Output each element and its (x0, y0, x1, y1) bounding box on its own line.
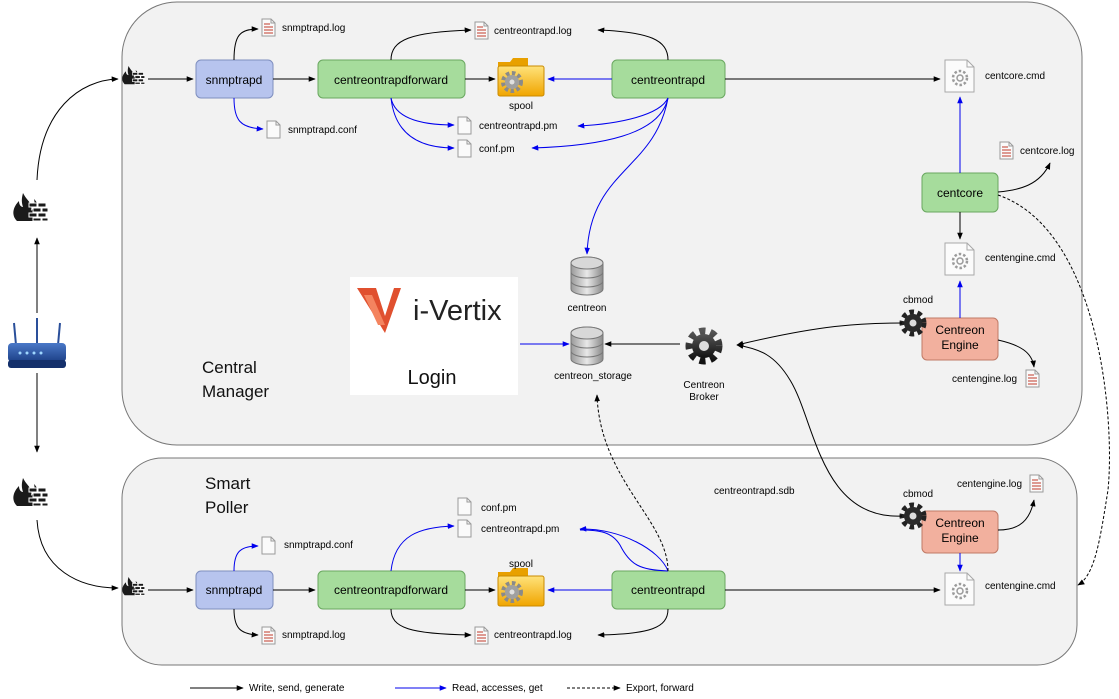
central-cbmod-gear-icon (902, 312, 924, 334)
poller-centengine-log-label: centengine.log (957, 479, 1022, 490)
central-title-line1: Central (202, 358, 257, 377)
central-forward-label: centreontrapdforward (334, 73, 448, 87)
centcore-label: centcore (937, 186, 983, 200)
central-trapd-label: centreontrapd (631, 73, 705, 87)
central-snmptrapd-conf-label: snmptrapd.conf (288, 125, 357, 136)
legend-read: Read, accesses, get (452, 683, 543, 694)
poller-sdb-label: centreontrapd.sdb (714, 486, 795, 497)
ivertix-logo-icon (357, 288, 401, 333)
central-snmptrapd-log-icon (261, 18, 276, 37)
central-centengine-cmd-icon (943, 241, 976, 277)
centcore-cmd-label: centcore.cmd (985, 71, 1045, 82)
poller-conf-pm-label: conf.pm (481, 503, 517, 514)
poller-snmptrapd-log-icon (261, 626, 276, 645)
firewall-top-icon (12, 192, 49, 222)
poller-title-line2: Poller (205, 498, 249, 517)
poller-cbmod-gear-icon (902, 505, 924, 527)
broker-label-2: Broker (689, 392, 719, 403)
central-centreontrapd-log-icon (474, 21, 489, 40)
central-engine-label-2: Engine (941, 338, 979, 352)
central-engine-label-1: Centreon (935, 323, 984, 337)
centreon-storage-db-label: centreon_storage (554, 371, 632, 382)
login-brand: i-Vertix (413, 295, 502, 327)
poller-centreontrapd-pm-label: centreontrapd.pm (481, 524, 559, 535)
poller-centreontrapd-pm-icon (457, 519, 472, 538)
legend-export: Export, forward (626, 683, 694, 694)
central-snmptrapd-label: snmptrapd (206, 73, 263, 87)
poller-centengine-cmd-icon (943, 571, 976, 607)
poller-snmptrapd-conf-icon (261, 536, 276, 555)
central-spool-label: spool (509, 101, 533, 112)
firewall-bottom-icon (12, 477, 49, 507)
poller-snmptrapd-conf-label: snmptrapd.conf (284, 540, 353, 551)
central-centreontrapd-pm-label: centreontrapd.pm (479, 121, 557, 132)
centcore-cmd-icon (943, 58, 976, 94)
centreon-broker-gear-icon (689, 331, 719, 361)
central-centengine-cmd-label: centengine.cmd (985, 253, 1056, 264)
central-snmptrapd-conf-icon (266, 120, 281, 139)
central-conf-pm-label: conf.pm (479, 144, 515, 155)
centreon-storage-db-icon (570, 326, 604, 366)
poller-centreontrapd-log-label: centreontrapd.log (494, 630, 572, 641)
poller-forward-label: centreontrapdforward (334, 583, 448, 597)
smart-poller-panel (121, 457, 1078, 666)
router-icon (8, 318, 66, 368)
centreon-db-label: centreon (568, 303, 607, 314)
centreon-db-icon (570, 256, 604, 296)
central-centreontrapd-pm-icon (457, 116, 472, 135)
central-cbmod-label: cbmod (903, 295, 933, 306)
central-title-line2: Manager (202, 382, 269, 401)
poller-centengine-log-icon (1029, 474, 1044, 493)
poller-conf-pm-icon (457, 497, 472, 516)
login-label: Login (408, 367, 457, 389)
poller-snmptrapd-log-label: snmptrapd.log (282, 630, 345, 641)
poller-spool-label: spool (509, 559, 533, 570)
centcore-log-label: centcore.log (1020, 146, 1074, 157)
broker-label-1: Centreon (683, 380, 724, 391)
poller-snmptrapd-label: snmptrapd (206, 583, 263, 597)
centcore-log-icon (999, 141, 1014, 160)
poller-centreontrapd-log-icon (474, 626, 489, 645)
central-centreontrapd-log-label: centreontrapd.log (494, 26, 572, 37)
poller-title-line1: Smart (205, 474, 251, 493)
central-centengine-log-icon (1025, 369, 1040, 388)
central-conf-pm-icon (457, 139, 472, 158)
legend: Write, send, generate Read, accesses, ge… (190, 683, 694, 694)
central-centengine-log-label: centengine.log (952, 374, 1017, 385)
central-snmptrapd-log-label: snmptrapd.log (282, 23, 345, 34)
poller-engine-label-2: Engine (941, 531, 979, 545)
poller-cbmod-label: cbmod (903, 489, 933, 500)
poller-trapd-label: centreontrapd (631, 583, 705, 597)
legend-write: Write, send, generate (249, 683, 345, 694)
poller-centengine-cmd-label: centengine.cmd (985, 581, 1056, 592)
poller-engine-label-1: Centreon (935, 516, 984, 530)
